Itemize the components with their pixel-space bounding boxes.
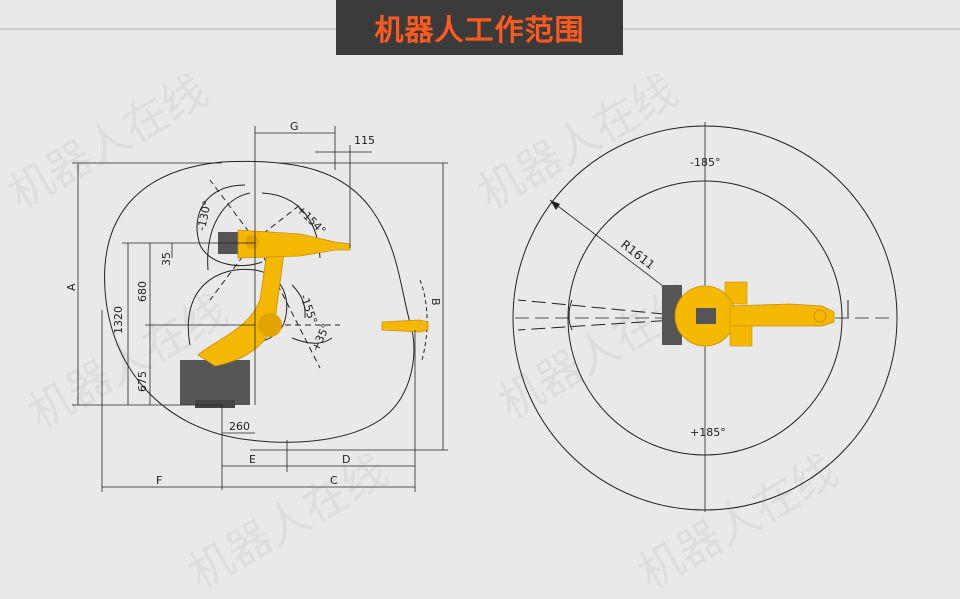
top-robot-lower xyxy=(729,325,753,347)
dim-label-c: C xyxy=(330,474,338,487)
angle-arc-3 xyxy=(291,284,306,319)
dim-label-d: D xyxy=(342,453,350,466)
work-envelope-outer xyxy=(104,160,415,443)
watermark-text: 机器人在线 xyxy=(630,445,846,599)
top-robot-center xyxy=(696,308,716,324)
angle-label-minus-155: -155° xyxy=(297,293,320,326)
watermark-text: 机器人在线 xyxy=(180,445,396,599)
dimension-lines xyxy=(72,126,448,492)
watermark-text: 机器人在线 xyxy=(470,65,686,219)
top-view: -185° +185° R1611 xyxy=(512,122,898,512)
angle-arc-top xyxy=(568,299,573,331)
side-view: G 115 A 1320 680 35 675 B 260 E D F C -1… xyxy=(65,120,448,492)
page-title: 机器人工作范围 xyxy=(336,0,623,55)
robot-base xyxy=(180,360,250,405)
top-robot-motor xyxy=(724,281,748,305)
robot-joint-3 xyxy=(245,235,259,249)
angle-arc-4 xyxy=(291,337,333,344)
dim-label-260: 260 xyxy=(229,420,250,433)
angle-label-plus-154: +154° xyxy=(294,203,328,237)
dim-label-b: B xyxy=(429,298,442,306)
angle-arc-1 xyxy=(207,192,251,271)
dim-label-115: 115 xyxy=(354,134,375,147)
angle-label-plus-35: +35° xyxy=(309,322,333,354)
robot-upper-arm xyxy=(237,229,351,259)
angle-label-bottom: +185° xyxy=(690,426,726,439)
top-robot-arm xyxy=(729,303,835,327)
reach-line-4 xyxy=(209,179,256,241)
dim-label-675: 675 xyxy=(136,371,149,392)
radius-arrow xyxy=(550,200,560,210)
watermark-text: 机器人在线 xyxy=(0,65,216,219)
dim-label-680: 680 xyxy=(136,281,149,302)
dim-label-35: 35 xyxy=(160,252,173,266)
dim-label-e: E xyxy=(249,453,256,466)
dim-label-a: A xyxy=(65,283,78,291)
robot-joint-2 xyxy=(258,313,282,337)
robot-base-foot xyxy=(195,400,235,408)
angle-label-minus-130: -130° xyxy=(195,200,214,233)
robot-arm-extended xyxy=(381,319,429,333)
angle-arc-5 xyxy=(419,279,428,361)
dim-label-f: F xyxy=(156,474,162,487)
angle-label-top: -185° xyxy=(690,156,720,169)
dim-label-g: G xyxy=(290,120,299,133)
dim-label-1320: 1320 xyxy=(112,306,125,334)
top-robot-base xyxy=(662,285,682,345)
top-robot-flange xyxy=(813,309,827,323)
